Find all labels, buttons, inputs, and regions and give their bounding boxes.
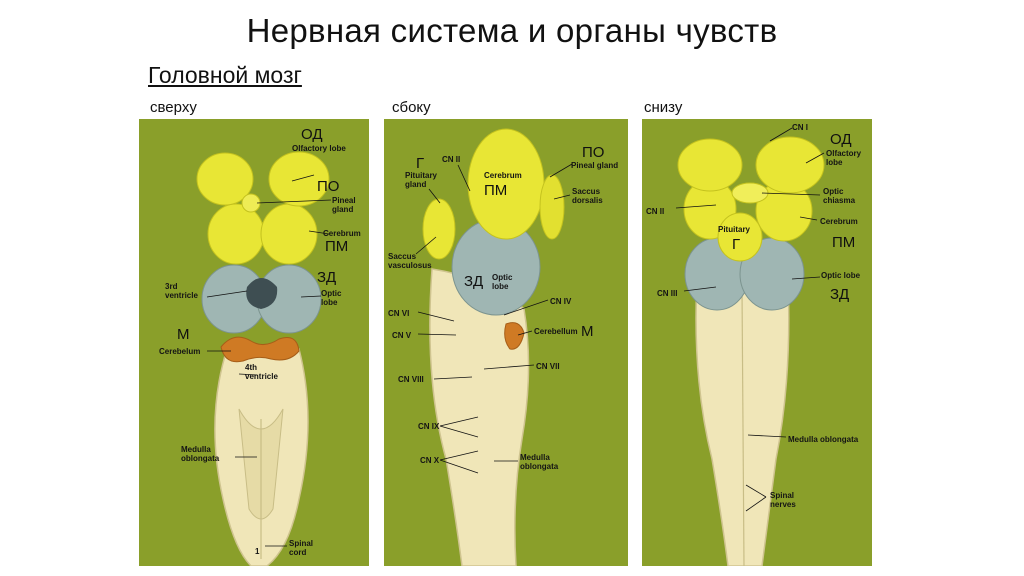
view-label-top: сверху xyxy=(150,99,197,116)
bottom-label-od: ОД xyxy=(830,131,852,148)
side-label-cn5: CN V xyxy=(392,331,412,340)
bottom-label-pm: ПМ xyxy=(832,234,856,251)
side-label-pm: ПМ xyxy=(484,182,508,199)
top-label-od: ОД xyxy=(301,126,323,143)
view-label-bottom: снизу xyxy=(644,99,683,116)
slide-title: Нервная система и органы чувств xyxy=(246,12,778,49)
top-label-3rd-ventricle: 3rd ventricle xyxy=(165,282,198,300)
side-label-pineal-gland: Pineal gland xyxy=(571,161,619,170)
bottom-label-g: Г xyxy=(732,236,741,253)
panel-side-view: Г CN II Pituitary gland Cerebrum ПМ ПО P… xyxy=(384,119,628,566)
bottom-label-cerebrum: Cerebrum xyxy=(820,217,858,226)
bottom-label-cn3: CN III xyxy=(657,289,678,298)
side-label-m: М xyxy=(581,323,594,340)
top-label-zd: ЗД xyxy=(317,269,337,286)
side-label-cerebellum: Cerebellum xyxy=(534,327,578,336)
side-label-cn7: CN VII xyxy=(536,362,560,371)
brain-bottom-view-illustration xyxy=(675,127,825,566)
bottom-label-cn1: CN I xyxy=(792,123,808,132)
bottom-label-spinal-nerves: Spinal nerves xyxy=(770,491,796,509)
top-label-medulla-oblongata: Medulla oblongata xyxy=(181,445,220,463)
top-label-olfactory-lobe: Olfactory lobe xyxy=(292,144,346,153)
brain-side-view-illustration xyxy=(415,128,573,566)
brain-top-view-illustration xyxy=(196,151,332,566)
bottom-label-optic-lobe: Optic lobe xyxy=(821,271,861,280)
side-label-cn8: CN VIII xyxy=(398,375,424,384)
top-label-spinal-cord: Spinal cord xyxy=(289,539,314,557)
bottom-label-optic-chiasma: Optic chiasma xyxy=(823,187,856,205)
top-label-pm: ПМ xyxy=(325,238,349,255)
side-label-po: ПО xyxy=(582,144,605,161)
panel-bottom-view: CN I ОД Olfactory lobe Optic chiasma CN … xyxy=(642,119,872,566)
bottom-label-medulla-oblongata: Medulla oblongata xyxy=(788,435,859,444)
top-label-cerebrum: Cerebrum xyxy=(323,229,361,238)
side-label-medulla-oblongata: Medulla oblongata xyxy=(520,453,559,471)
side-label-pituitary-gland: Pituitary gland xyxy=(405,171,438,189)
side-label-cn10: CN X xyxy=(420,456,440,465)
top-label-cerebelum: Cerebelum xyxy=(159,347,201,356)
top-label-optic-lobe: Optic lobe xyxy=(321,289,342,307)
side-label-cn9: CN IX xyxy=(418,422,440,431)
bottom-label-pituitary: Pituitary xyxy=(718,225,751,234)
side-label-cn6: CN VI xyxy=(388,309,410,318)
top-label-4th-ventricle: 4th ventricle xyxy=(245,363,278,381)
side-label-cerebrum: Cerebrum xyxy=(484,171,522,180)
view-label-side: сбоку xyxy=(392,99,431,116)
side-label-cn2: CN II xyxy=(442,155,461,164)
panel-top-view: ОД Olfactory lobe ПО Pineal gland Cerebr… xyxy=(139,119,369,566)
bottom-label-olfactory-lobe: Olfactory lobe xyxy=(826,149,862,167)
side-label-zd: ЗД xyxy=(464,273,484,290)
side-label-optic-lobe: Optic lobe xyxy=(492,273,513,291)
side-label-saccus-vasculosus: Saccus vasculosus xyxy=(388,252,432,270)
slide-subtitle: Головной мозг xyxy=(148,62,302,88)
side-label-saccus-dorsalis: Saccus dorsalis xyxy=(572,187,603,205)
bottom-label-zd: ЗД xyxy=(830,286,850,303)
side-label-cn4: CN IV xyxy=(550,297,572,306)
top-label-number: 1 xyxy=(255,547,260,556)
top-label-po: ПО xyxy=(317,178,340,195)
bottom-label-cn2: CN II xyxy=(646,207,665,216)
side-label-g: Г xyxy=(416,155,425,172)
top-label-pineal-gland: Pineal gland xyxy=(332,196,356,214)
top-label-m: М xyxy=(177,326,190,343)
